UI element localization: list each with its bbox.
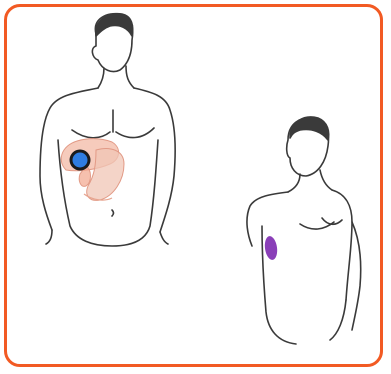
front-marker xyxy=(70,150,91,171)
front-organs xyxy=(61,139,124,201)
side-figure xyxy=(247,117,361,344)
front-figure xyxy=(40,14,175,246)
side-marker xyxy=(263,235,278,260)
